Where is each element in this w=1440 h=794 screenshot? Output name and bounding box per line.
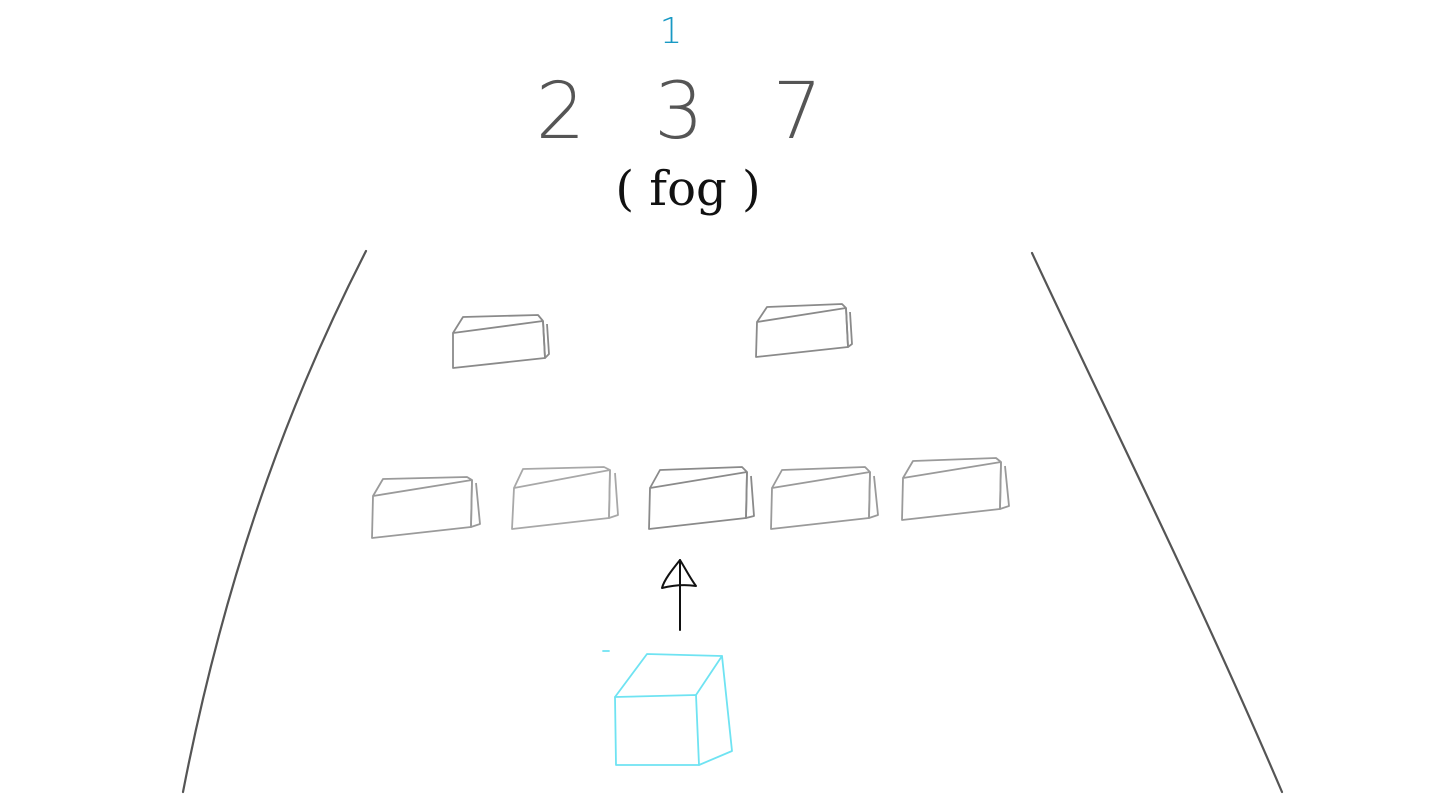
obstacle-mid-2: [511, 466, 619, 530]
level-number: 1: [660, 11, 683, 52]
obstacle-mid-4: [770, 466, 879, 530]
obstacle-far-left: [452, 314, 550, 369]
road-edge-left: [181, 249, 368, 794]
obstacle-mid-5: [901, 457, 1010, 521]
road-edge-right: [1030, 251, 1284, 794]
cube-icon: [602, 650, 733, 766]
obstacle-mid-1: [371, 476, 481, 539]
obstacle-mid-3: [648, 466, 755, 530]
weather-label: ( fog ): [615, 161, 760, 217]
score-digits: 2 3 7: [536, 67, 844, 157]
up-arrow-icon: [661, 559, 697, 631]
obstacle-far-right: [755, 303, 853, 358]
